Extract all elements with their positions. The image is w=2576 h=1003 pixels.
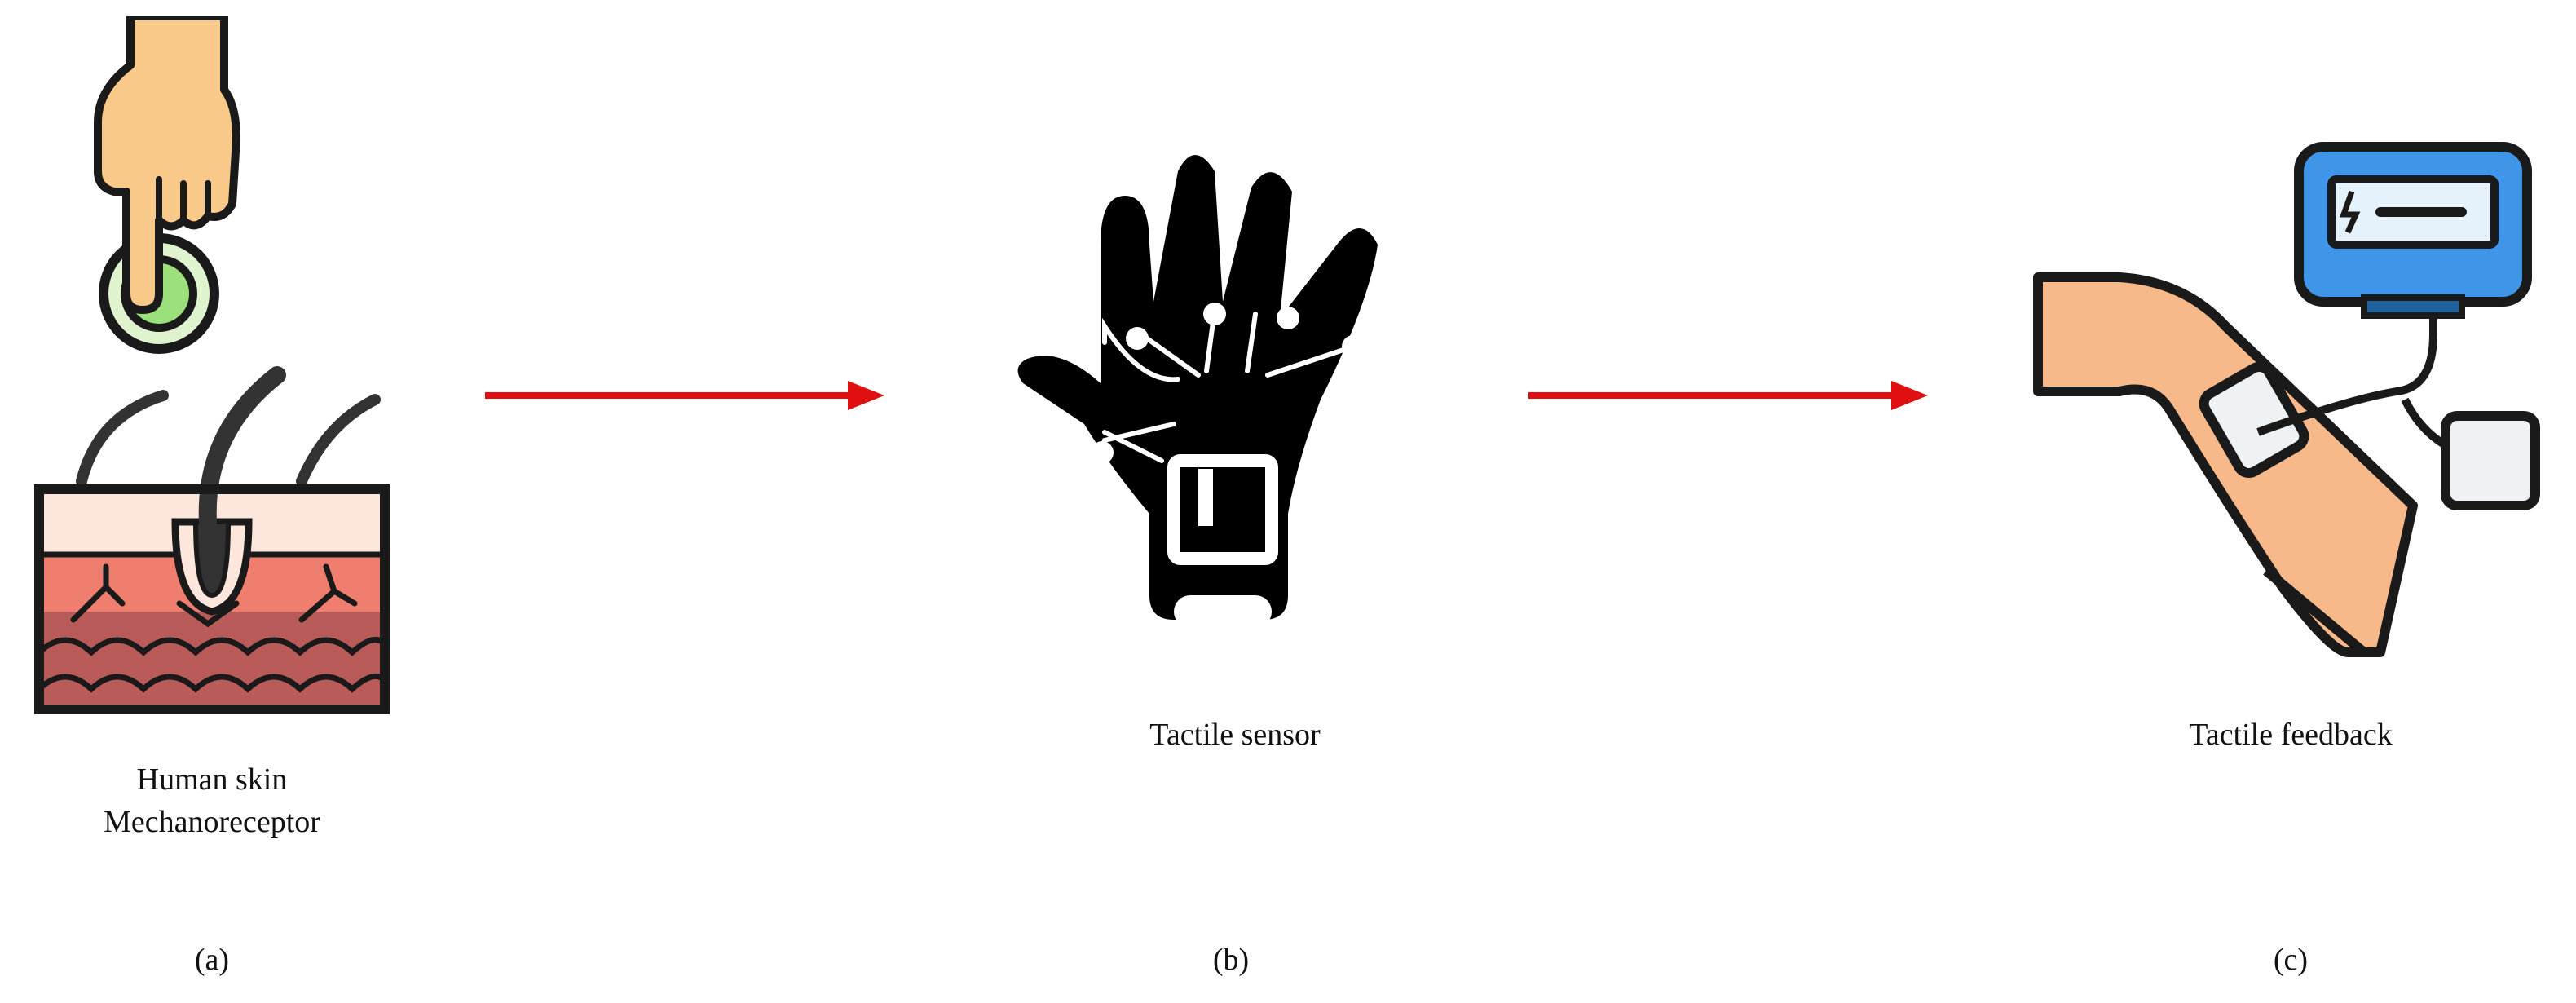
label-tactile-feedback: Tactile feedback: [2111, 714, 2470, 756]
label-line: Human skin: [136, 762, 288, 797]
label-line: Tactile feedback: [2189, 718, 2393, 752]
label-line: Tactile sensor: [1149, 718, 1321, 752]
finger-press-icon: [49, 16, 261, 359]
arrow-right-icon: [1528, 379, 1936, 416]
sublabel-b: (b): [1212, 943, 1250, 977]
label-human-skin: Human skin Mechanoreceptor: [49, 758, 375, 843]
tens-device-arm-icon: [2022, 130, 2560, 661]
arrow-right-icon: [485, 379, 893, 416]
skin-cross-section-icon: [33, 359, 391, 718]
label-line: Mechanoreceptor: [104, 805, 320, 839]
sublabel-a: (a): [194, 943, 230, 977]
label-tactile-sensor: Tactile sensor: [1060, 714, 1410, 756]
sublabel-c: (c): [2273, 943, 2309, 977]
sensor-glove-icon: [1011, 139, 1402, 661]
